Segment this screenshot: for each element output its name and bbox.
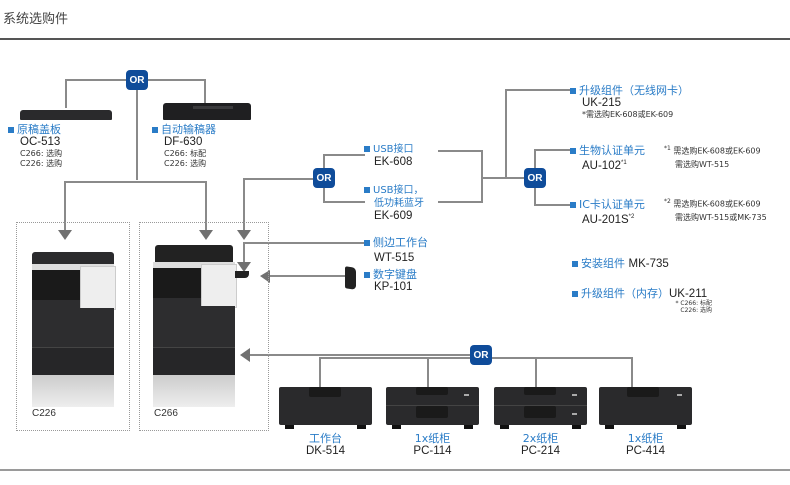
option-note: 需选购WT-515或MK-735 bbox=[675, 212, 767, 222]
biometric-notes: *1 需选购EK-608或EK-609 需选购WT-515 bbox=[664, 144, 761, 170]
option-model: MK-735 bbox=[628, 258, 669, 270]
option-note: C226: 选购 bbox=[164, 159, 207, 168]
memory-notes: * C266: 标配 C226: 选购 bbox=[660, 300, 712, 314]
option-keypad: 数字键盘 KP-101 bbox=[364, 268, 417, 294]
option-mount-kit: 安装组件 MK-735 bbox=[572, 257, 669, 271]
machine-label: C226 bbox=[32, 408, 56, 419]
option-note: 需选购WT-515 bbox=[675, 159, 730, 169]
option-model: OC-513 bbox=[20, 136, 61, 148]
option-wireless: 升级组件（无线网卡） UK-215 *需选购EK-608或EK-609 bbox=[570, 84, 689, 120]
option-category: 1x纸柜 bbox=[414, 432, 451, 445]
option-note: C226: 选购 bbox=[20, 159, 63, 168]
paper-cabinet-pc414-image bbox=[599, 387, 692, 429]
footer-divider bbox=[0, 469, 790, 471]
option-pc114: 1x纸柜 PC-114 bbox=[386, 432, 479, 458]
option-category: 侧边工作台 bbox=[373, 236, 428, 249]
option-category-line2: 低功耗蓝牙 bbox=[374, 198, 424, 209]
option-category: 升级组件（内存） bbox=[581, 287, 669, 300]
option-model: UK-211 bbox=[669, 288, 708, 300]
option-category: 安装组件 bbox=[581, 257, 625, 270]
option-category: 2x纸柜 bbox=[522, 432, 559, 445]
option-memory: 升级组件（内存）UK-211 bbox=[572, 287, 707, 301]
document-feeder-icon bbox=[163, 103, 251, 120]
arrow-down-icon bbox=[237, 262, 251, 272]
option-note: *需选购EK-608或EK-609 bbox=[582, 110, 674, 119]
option-model: WT-515 bbox=[374, 252, 415, 264]
or-badge-interface: OR bbox=[313, 168, 335, 188]
option-model: DF-630 bbox=[164, 136, 203, 148]
header-divider bbox=[0, 38, 790, 40]
option-platen-cover: 原稿盖板 OC-513 C266: 选购 C226: 选购 bbox=[8, 123, 62, 169]
or-badge-bottom: OR bbox=[470, 345, 492, 365]
printer-c226-image bbox=[32, 252, 116, 407]
option-model: EK-608 bbox=[374, 156, 413, 168]
option-model: AU-102 bbox=[582, 159, 621, 172]
arrow-down-icon bbox=[58, 230, 72, 240]
option-category: 工作台 bbox=[309, 432, 342, 445]
option-model: UK-215 bbox=[582, 97, 621, 109]
arrow-left-icon bbox=[260, 270, 270, 283]
option-category: 原稿盖板 bbox=[17, 123, 61, 136]
paper-cabinet-pc214-image bbox=[494, 387, 587, 429]
option-category: IC卡认证单元 bbox=[579, 198, 645, 211]
option-note: C226: 选购 bbox=[680, 307, 712, 314]
arrow-left-icon bbox=[240, 348, 250, 362]
option-pc414: 1x纸柜 PC-414 bbox=[599, 432, 692, 458]
option-category: 自动输稿器 bbox=[161, 123, 216, 136]
platen-cover-icon bbox=[20, 110, 112, 120]
printer-c266-image bbox=[153, 245, 249, 407]
option-note: * C266: 标配 bbox=[675, 300, 712, 307]
machine-box-c266 bbox=[139, 222, 269, 431]
ic-card-notes: *2 需选购EK-608或EK-609 需选购WT-515或MK-735 bbox=[664, 197, 767, 223]
option-category: 升级组件（无线网卡） bbox=[579, 84, 689, 97]
option-model: KP-101 bbox=[374, 281, 413, 293]
or-badge-top: OR bbox=[126, 70, 148, 90]
arrow-down-icon bbox=[199, 230, 213, 240]
option-document-feeder: 自动输稿器 DF-630 C266: 标配 C226: 选购 bbox=[152, 123, 216, 169]
option-biometric: 生物认证单元 AU-102*1 bbox=[570, 144, 645, 173]
option-model: PC-114 bbox=[413, 445, 452, 457]
keypad-icon bbox=[345, 266, 356, 290]
option-note: 需选购EK-608或EK-609 bbox=[673, 199, 761, 209]
option-category: USB接口， bbox=[373, 185, 424, 196]
option-note: C266: 标配 bbox=[164, 149, 207, 158]
option-model: EK-609 bbox=[374, 210, 413, 222]
machine-label: C266 bbox=[154, 408, 178, 419]
option-desk: 工作台 DK-514 bbox=[279, 432, 372, 458]
option-model: DK-514 bbox=[306, 445, 345, 457]
desk-dk514-image bbox=[279, 387, 372, 429]
option-usb-ble: USB接口， 低功耗蓝牙 EK-609 bbox=[364, 184, 424, 223]
option-ic-card: IC卡认证单元 AU-201S*2 bbox=[570, 198, 645, 227]
working-table-icon bbox=[235, 271, 249, 278]
option-model: AU-201S bbox=[582, 213, 629, 226]
option-note: 需选购EK-608或EK-609 bbox=[673, 146, 761, 156]
footnote-mark: *1 bbox=[664, 145, 671, 152]
option-working-table: 侧边工作台 WT-515 bbox=[364, 236, 428, 265]
option-pc214: 2x纸柜 PC-214 bbox=[494, 432, 587, 458]
option-category: USB接口 bbox=[373, 144, 414, 155]
footnote-mark: *2 bbox=[628, 214, 635, 220]
option-model: PC-214 bbox=[521, 445, 560, 457]
footnote-mark: *2 bbox=[664, 198, 671, 205]
option-model: PC-414 bbox=[626, 445, 665, 457]
option-category: 数字键盘 bbox=[373, 268, 417, 281]
page-title: 系统选购件 bbox=[3, 12, 69, 27]
machine-box-c226 bbox=[16, 222, 130, 431]
paper-cabinet-pc114-image bbox=[386, 387, 479, 429]
option-category: 1x纸柜 bbox=[627, 432, 664, 445]
or-badge-auth: OR bbox=[524, 168, 546, 188]
option-category: 生物认证单元 bbox=[579, 144, 645, 157]
footnote-mark: *1 bbox=[621, 160, 627, 166]
arrow-down-icon bbox=[237, 230, 251, 240]
option-usb: USB接口 EK-608 bbox=[364, 143, 414, 169]
option-note: C266: 选购 bbox=[20, 149, 63, 158]
